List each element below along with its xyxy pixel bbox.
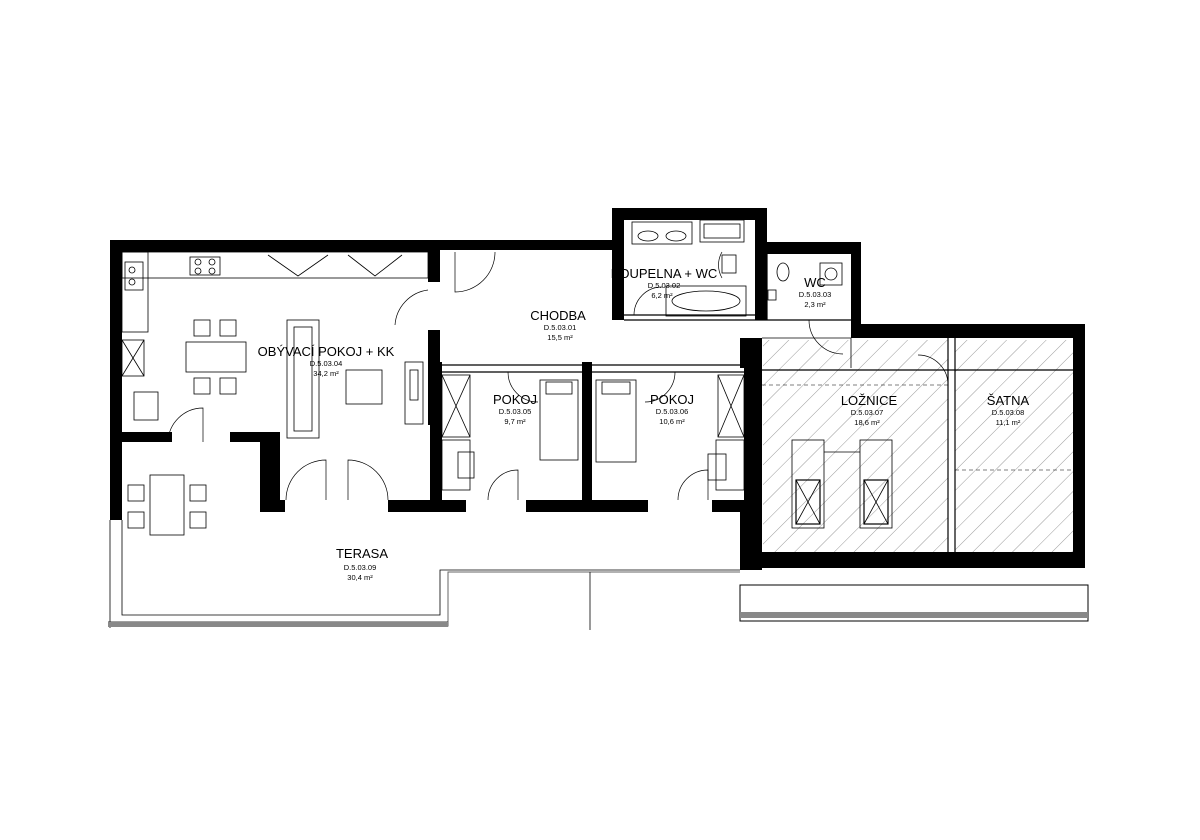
room-code-wc: D.5.03.03 [799, 290, 832, 299]
room-area-wc: 2,3 m² [804, 300, 826, 309]
room-name-pokoj2: POKOJ [650, 392, 694, 407]
dining-table [133, 319, 247, 421]
room-code-terasa: D.5.03.09 [344, 563, 377, 572]
room-name-loznice: LOŽNICE [841, 393, 898, 408]
loznice-furniture [791, 439, 893, 529]
loznice-hatch [763, 340, 948, 552]
room-code-loznice: D.5.03.07 [851, 408, 884, 417]
label-satna: ŠATNA D.5.03.08 11,1 m² [987, 393, 1030, 427]
room-name-wc: WC [804, 275, 826, 290]
room-area-terasa: 30,4 m² [347, 573, 373, 582]
label-pokoj1: POKOJ D.5.03.05 9,7 m² [493, 392, 537, 426]
room-area-chodba: 15,5 m² [547, 333, 573, 342]
doors [167, 251, 949, 501]
room-name-obyvaci: OBÝVACÍ POKOJ + KK [258, 344, 395, 359]
satna-hatch [955, 340, 1073, 552]
pokoj2-furniture [595, 374, 745, 491]
pokoj1-furniture [441, 374, 579, 491]
room-area-koupelna: 6,2 m² [651, 291, 673, 300]
room-code-obyvaci: D.5.03.04 [310, 359, 343, 368]
label-wc: WC D.5.03.03 2,3 m² [799, 275, 832, 309]
terrace-table [127, 474, 207, 536]
walls [110, 208, 1085, 570]
kitchen-counter [121, 251, 429, 377]
room-area-satna: 11,1 m² [996, 418, 1021, 427]
room-area-pokoj2: 10,6 m² [659, 417, 685, 426]
room-code-chodba: D.5.03.01 [544, 323, 577, 332]
room-name-terasa: TERASA [336, 546, 388, 561]
room-code-pokoj1: D.5.03.05 [499, 407, 532, 416]
room-area-pokoj1: 9,7 m² [504, 417, 526, 426]
label-pokoj2: POKOJ D.5.03.06 10,6 m² [650, 392, 694, 426]
room-code-koupelna: D.5.03.02 [648, 281, 681, 290]
label-obyvaci: OBÝVACÍ POKOJ + KK D.5.03.04 34,2 m² [258, 344, 395, 378]
bathroom-fixtures [631, 219, 843, 317]
label-loznice: LOŽNICE D.5.03.07 18,6 m² [841, 393, 898, 427]
room-area-obyvaci: 34,2 m² [313, 369, 339, 378]
living-furniture [286, 319, 424, 439]
label-terasa: TERASA D.5.03.09 30,4 m² [336, 546, 388, 582]
room-code-satna: D.5.03.08 [992, 408, 1025, 417]
label-chodba: CHODBA D.5.03.01 15,5 m² [530, 308, 586, 342]
room-name-pokoj1: POKOJ [493, 392, 537, 407]
room-code-pokoj2: D.5.03.06 [656, 407, 689, 416]
room-name-koupelna: KOUPELNA + WC [611, 266, 718, 281]
room-area-loznice: 18,6 m² [854, 418, 880, 427]
label-koupelna: KOUPELNA + WC D.5.03.02 6,2 m² [611, 266, 718, 300]
interior-lines [440, 254, 1073, 552]
terrace-outline [108, 520, 1089, 630]
room-name-chodba: CHODBA [530, 308, 586, 323]
room-name-satna: ŠATNA [987, 393, 1030, 408]
